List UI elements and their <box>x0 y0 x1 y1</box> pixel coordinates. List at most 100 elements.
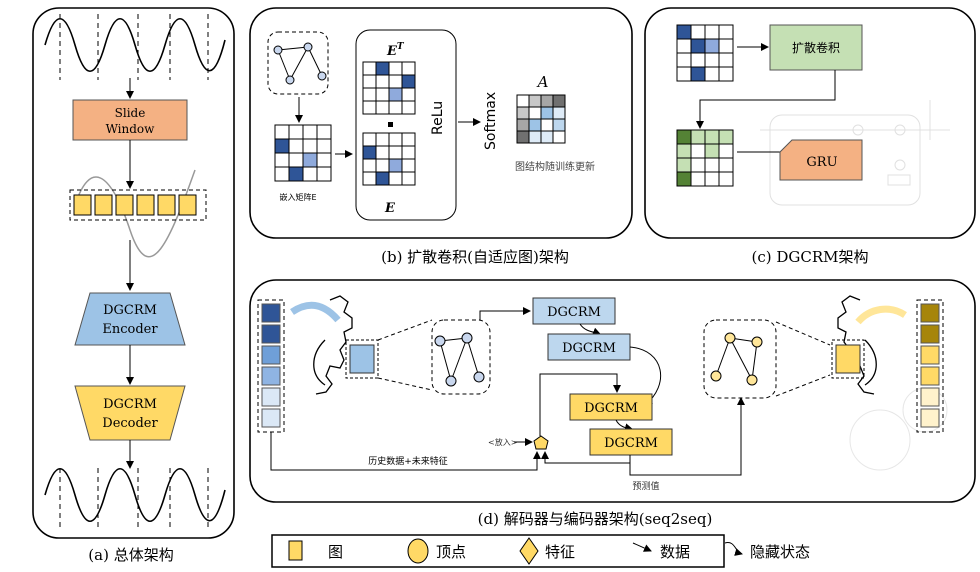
matrix-cell <box>690 38 706 54</box>
svg-text:Softmax: Softmax <box>483 92 499 150</box>
matrix-cell <box>704 38 720 54</box>
legend: 图 顶点 特征 数据 隐藏状态 <box>271 534 810 568</box>
matrix-cell <box>362 132 377 147</box>
matrix-cell <box>316 152 332 168</box>
sequence-cell <box>920 303 940 323</box>
matrix-cell <box>375 171 390 186</box>
sequence-cell <box>920 366 940 386</box>
matrix-cell <box>302 166 318 182</box>
matrix-cell <box>718 157 734 173</box>
caption-b: (b) 扩散卷积(自适应图)架构 <box>381 248 569 266</box>
panel-c-dgcrm: 扩散卷积 GRU (c) DGCRM架构 <box>644 7 976 266</box>
matrix-cell <box>676 157 692 173</box>
matrix-cell <box>375 158 390 173</box>
svg-text:隐藏状态: 隐藏状态 <box>750 543 810 561</box>
sequence-cell <box>920 324 940 344</box>
matrix-cell <box>676 52 692 68</box>
matrix-cell <box>288 124 304 140</box>
matrix-cell <box>401 100 416 115</box>
matrix-cell <box>552 130 566 144</box>
encoder-block <box>74 292 186 346</box>
matrix-cell <box>401 171 416 186</box>
output-wave <box>44 467 226 523</box>
matrix-cell <box>704 171 720 187</box>
matrix-cell <box>388 132 403 147</box>
matrix-cell <box>401 61 416 76</box>
matrix-cell <box>375 132 390 147</box>
matrix-cell <box>676 38 692 54</box>
sequence-cell <box>261 387 281 407</box>
matrix-cell <box>528 106 542 120</box>
matrix-cell <box>540 130 554 144</box>
sequence-cell <box>261 408 281 428</box>
legend-feature-icon <box>519 537 539 565</box>
decoder-block <box>74 385 186 441</box>
matrix-cell <box>704 66 720 82</box>
sequence-cell <box>261 345 281 365</box>
matrix-cell <box>388 87 403 102</box>
matrix-cell <box>718 52 734 68</box>
matrix-cell <box>288 166 304 182</box>
matrix-cell <box>274 124 290 140</box>
decoder-dgcrm-2 <box>589 428 673 456</box>
matrix-cell <box>552 94 566 108</box>
matrix-cell <box>401 158 416 173</box>
svg-text:Decoder: Decoder <box>102 416 158 431</box>
matrix-cell <box>528 118 542 132</box>
sequence-cell <box>920 345 940 365</box>
matrix-cell <box>676 171 692 187</box>
matrix-cell <box>388 145 403 160</box>
encoder-graph <box>349 344 375 374</box>
matrix-cell <box>302 152 318 168</box>
matrix-cell <box>316 124 332 140</box>
svg-text:DGCRM: DGCRM <box>604 436 658 451</box>
encoder-dgcrm-1 <box>532 297 616 325</box>
matrix-cell <box>375 61 390 76</box>
matrix-cell <box>552 118 566 132</box>
matrix-cell <box>676 143 692 159</box>
matrix-cell <box>676 24 692 40</box>
matrix-cell <box>690 24 706 40</box>
matrix-cell <box>401 87 416 102</box>
matrix-cell <box>718 24 734 40</box>
svg-text:<放入>: <放入> <box>488 437 517 447</box>
svg-text:数据: 数据 <box>660 543 690 561</box>
svg-text:扩散卷积: 扩散卷积 <box>792 40 840 55</box>
matrix-cell <box>401 74 416 89</box>
svg-text:ET: ET <box>386 42 405 59</box>
legend-data-icon <box>632 542 652 552</box>
feature-merge-node <box>533 435 549 450</box>
svg-text:顶点: 顶点 <box>436 543 466 561</box>
window-cells <box>73 194 197 216</box>
matrix-cell <box>690 66 706 82</box>
matrix-cell <box>375 145 390 160</box>
encoder-dgcrm-2 <box>547 333 631 361</box>
svg-text:Window: Window <box>106 122 156 136</box>
legend-graph-icon <box>288 540 303 561</box>
matrix-cell <box>388 100 403 115</box>
legend-hidden-icon <box>724 542 743 556</box>
matrix-cell <box>690 143 706 159</box>
caption-c: (c) DGCRM架构 <box>751 248 868 266</box>
sequence-cell <box>261 366 281 386</box>
svg-text:Slide: Slide <box>115 106 146 120</box>
diffusion-conv-box <box>769 24 863 71</box>
svg-text:Encoder: Encoder <box>102 322 158 337</box>
matrix-cell <box>676 129 692 145</box>
matrix-cell <box>288 152 304 168</box>
svg-text:图: 图 <box>328 543 343 561</box>
slide-window-box <box>72 99 188 141</box>
matrix-cell <box>316 166 332 182</box>
svg-text:图结构随训练更新: 图结构随训练更新 <box>515 160 595 173</box>
matrix-cell <box>362 158 377 173</box>
svg-text:嵌入矩阵E: 嵌入矩阵E <box>279 192 316 202</box>
decoder-dgcrm-1 <box>569 393 653 421</box>
matrix-cell <box>718 171 734 187</box>
panel-d-seq2seq: DGCRM DGCRM DGCRM DGCRM <放入> 历史数据+未来特征 预… <box>249 279 976 528</box>
matrix-cell <box>718 129 734 145</box>
matrix-cell <box>690 52 706 68</box>
embedding-matrix <box>274 124 332 182</box>
sequence-cell <box>261 324 281 344</box>
matrix-cell <box>375 87 390 102</box>
